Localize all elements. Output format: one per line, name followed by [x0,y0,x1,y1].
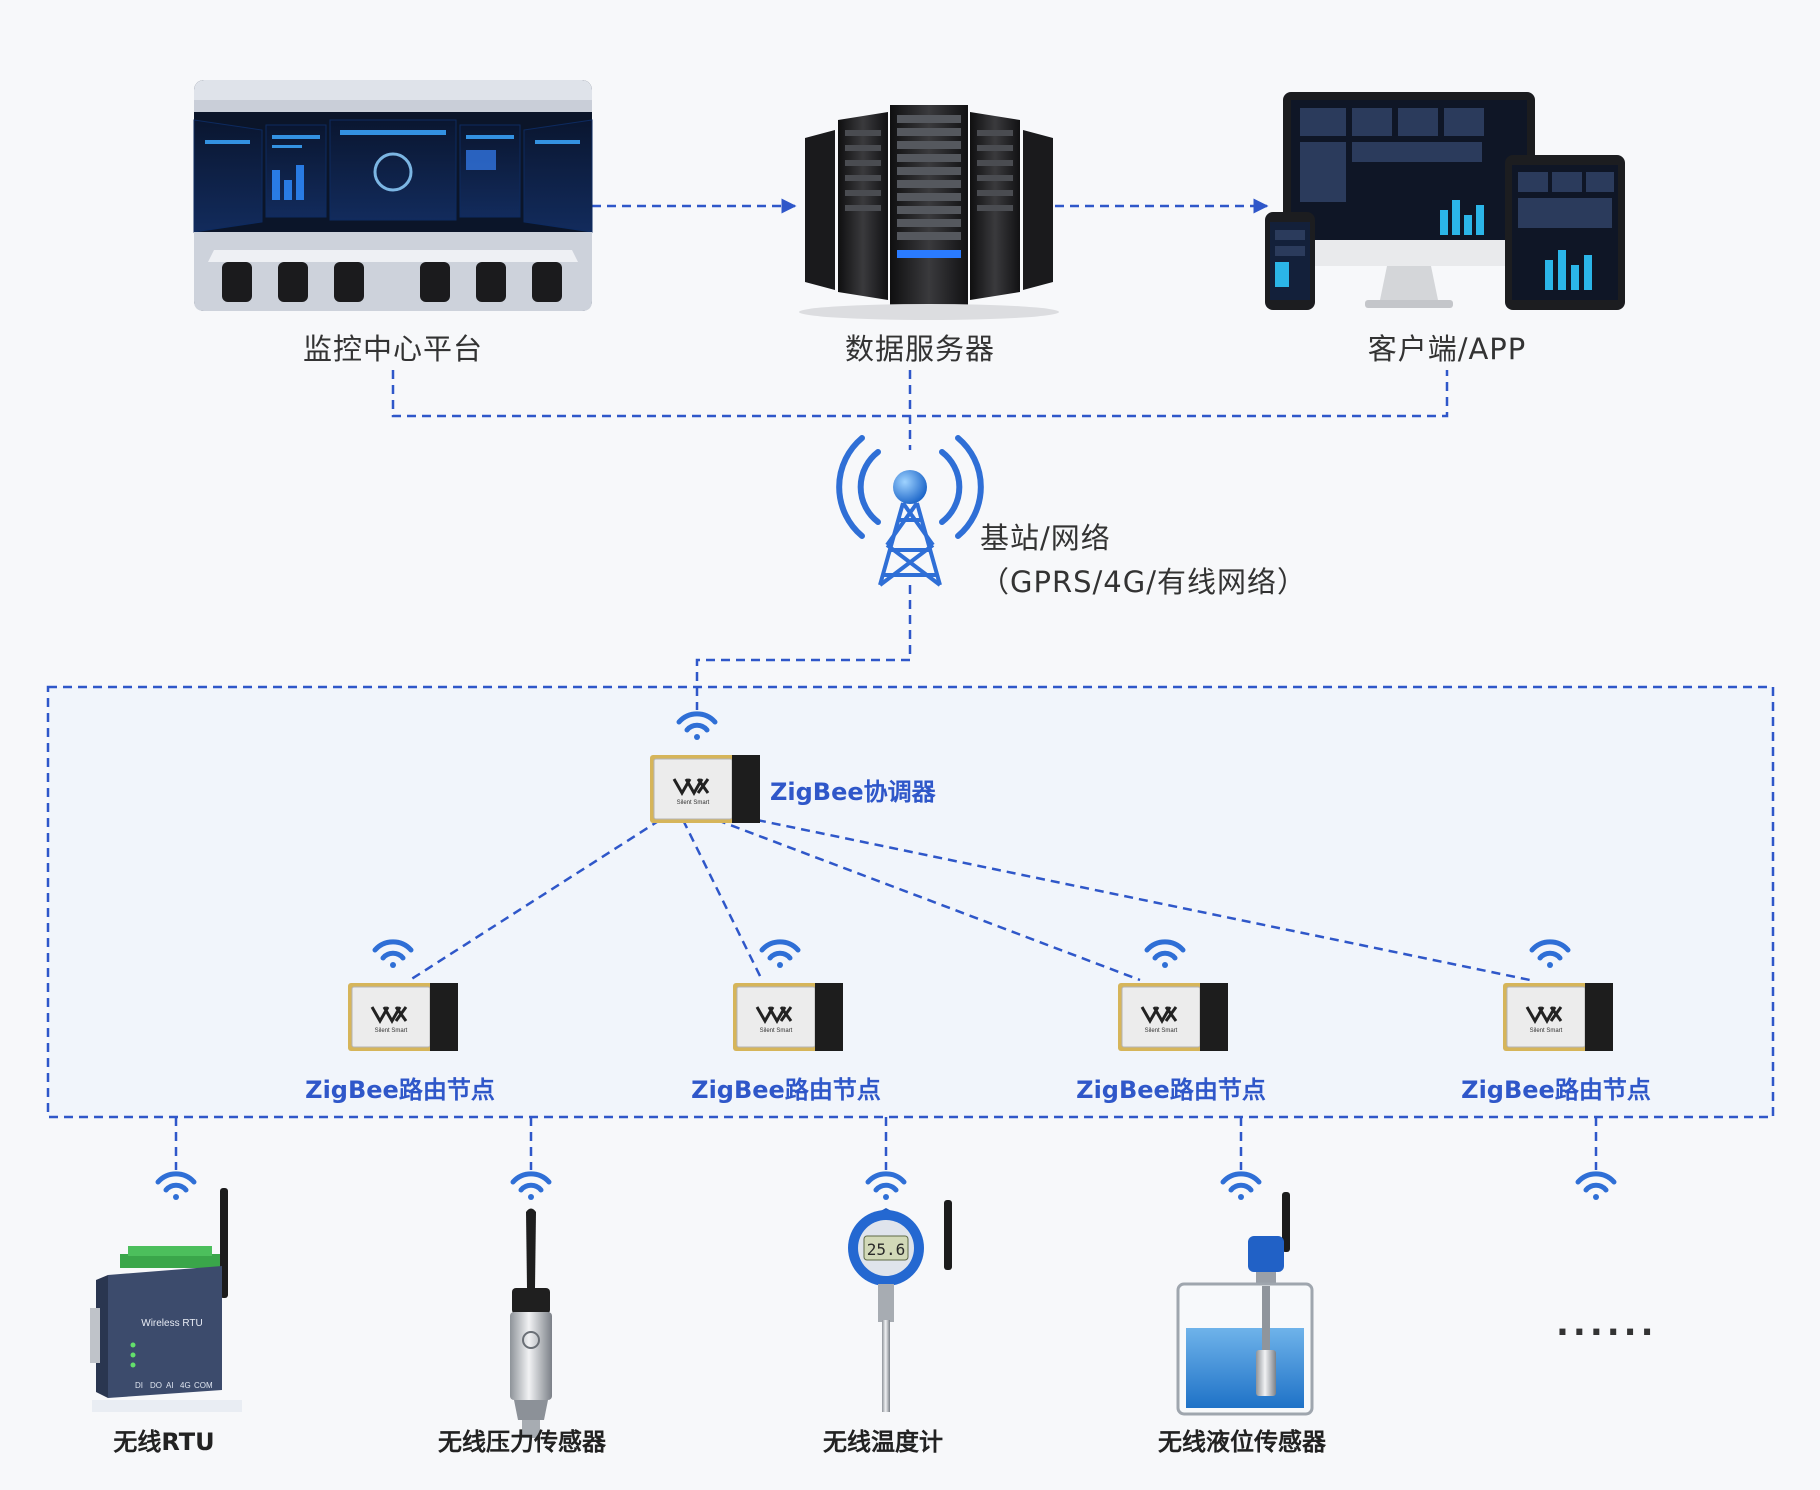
base-station-label: 基站/网络 （GPRS/4G/有线网络） [980,516,1307,604]
top-tier-links [174,198,1598,1170]
level-sensor-icon [1176,1192,1314,1416]
router-label-2: ZigBee路由节点 [691,1076,881,1104]
server-rack-image [799,105,1059,320]
link-coordinator-router-4 [756,818,1531,982]
zigbee-module-icon: Silent Smart [348,983,458,1051]
module-brand-text: Silent Smart [1530,1028,1563,1034]
device-label-pressure: 无线压力传感器 [438,1428,606,1456]
data-server-label: 数据服务器 [844,332,996,366]
router-label-1: ZigBee路由节点 [305,1076,495,1104]
wifi-icon [865,1171,907,1200]
zigbee-module-icon: Silent Smart [1118,983,1228,1051]
link-top-bus [391,370,1449,418]
router-label-4: ZigBee路由节点 [1461,1076,1651,1104]
wifi-icon [1220,1171,1262,1200]
pressure-sensor-icon [510,1208,552,1438]
zigbee-module-icon: Silent Smart [1503,983,1613,1051]
monitoring-center-label: 监控中心平台 [302,332,484,366]
module-brand-text: Silent Smart [760,1028,793,1034]
wifi-icon [1144,939,1186,968]
wifi-icon [1575,1171,1617,1200]
router-label-3: ZigBee路由节点 [1076,1076,1266,1104]
module-brand-text: Silent Smart [677,800,710,806]
thermometer-display: 25.6 [867,1240,906,1259]
thermometer-icon: 25.6 [848,1200,952,1412]
control-room-image [193,80,593,311]
client-app-label: 客户端/APP [1367,332,1527,366]
base-station-subtitle: （GPRS/4G/有线网络） [980,565,1307,599]
rtu-port-do: DO [150,1381,162,1390]
link-tower-to-coordinator [695,585,912,710]
wifi-icon [155,1171,197,1200]
signal-tower-icon [836,435,984,587]
coordinator-label: ZigBee协调器 [770,778,936,806]
wifi-icon [759,939,801,968]
module-brand-text: Silent Smart [375,1028,408,1034]
rtu-port-di: DI [135,1381,143,1390]
multi-device-image [1265,92,1625,310]
wireless-rtu-icon: Wireless RTU DI DO AI 4G COM [90,1188,242,1412]
link-coordinator-router-1 [409,818,661,982]
zigbee-module-icon: Silent Smart [733,983,843,1051]
rtu-port-com: COM [194,1381,213,1390]
device-label-thermometer: 无线温度计 [823,1428,943,1456]
rtu-port-4g: 4G [180,1381,191,1390]
link-coordinator-router-3 [716,818,1141,982]
wifi-icon [676,711,718,740]
zigbee-network-panel [46,685,1775,1119]
wifi-icon [510,1171,552,1200]
device-label-level: 无线液位传感器 [1158,1428,1326,1456]
wifi-icons [155,711,1617,1200]
device-label-rtu: 无线RTU [113,1428,215,1456]
module-brand-text: Silent Smart [1145,1028,1178,1034]
base-station-title: 基站/网络 [980,521,1111,555]
rtu-port-ai: AI [166,1381,174,1390]
rtu-model-text: Wireless RTU [141,1318,202,1329]
wifi-icon [372,939,414,968]
wifi-icon [1529,939,1571,968]
ellipsis-icon: ...... [1556,1304,1658,1344]
zigbee-module-icon: Silent Smart [650,755,760,823]
